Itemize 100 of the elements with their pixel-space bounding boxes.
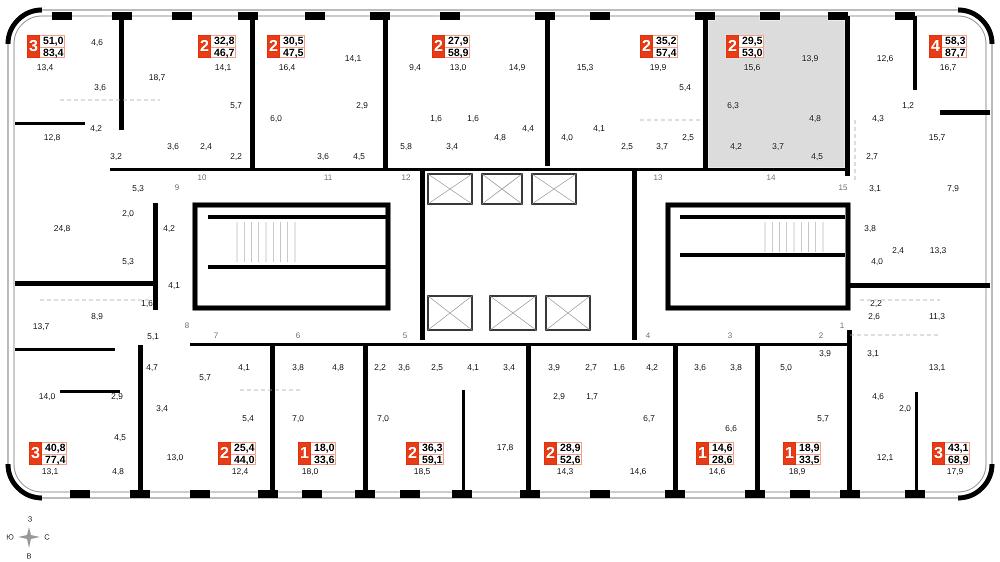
area-label: 4,8 [494,132,506,142]
area-label: 13,9 [802,54,818,62]
area-label: 1,7 [586,392,598,400]
area-value: 18,9 [798,443,820,454]
area-label: 2,7 [585,362,597,372]
area-value: 57,4 [653,47,678,59]
area-label: 3,6 [694,362,706,372]
area-label: 16,7 [940,62,956,72]
area-label: 12,8 [44,132,60,142]
room-count: 2 [406,442,419,465]
room-count: 2 [726,35,739,58]
area-label: 2,5 [431,362,443,372]
area-label: 3,6 [398,362,410,372]
area-label: 19,9 [650,62,666,72]
room-count: 2 [544,442,557,465]
door-number: 14 [766,174,776,182]
area-value: 53,0 [739,47,764,59]
area-label: 13,0 [450,62,466,72]
area-value: 51,0 [42,36,64,47]
area-label: 4,5 [114,432,126,442]
area-label: 4,8 [112,466,124,476]
area-label: 12,6 [876,54,894,62]
area-label: 2,9 [553,392,565,400]
area-label: 4,4 [522,124,534,132]
area-label: 3,6 [167,142,179,150]
area-label: 24,8 [54,224,70,232]
area-label: 1,2 [902,100,914,110]
room-count: 1 [783,442,796,465]
area-label: 2,7 [866,152,878,160]
door-number: 11 [324,174,332,182]
area-label: 4,6 [91,38,103,46]
area-label: 4,2 [730,142,742,150]
area-label: 6,3 [727,100,739,110]
area-label: 2,5 [682,132,694,142]
area-label: 5,3 [132,184,144,192]
area-label: 13,1 [928,362,946,372]
area-label: 1,6 [141,298,153,308]
area-value: 40,8 [44,443,66,454]
area-label: 4,8 [809,114,821,122]
area-value: 59,1 [419,454,444,466]
area-label: 3,8 [730,362,742,372]
area-value: 68,9 [945,454,970,466]
area-label: 3,1 [867,348,879,358]
door-number: 8 [184,322,190,330]
door-number: 13 [654,174,662,182]
door-number: 1 [840,322,844,330]
area-label: 3,9 [819,348,831,358]
area-label: 7,0 [292,414,304,422]
area-value: 87,7 [942,47,966,59]
area-label: 1,6 [467,114,479,122]
room-count: 3 [29,442,42,465]
area-label: 2,2 [374,362,386,372]
area-label: 3,4 [156,404,168,412]
door-number: 6 [296,332,300,340]
area-label: 5,8 [400,142,412,150]
area-label: 8,9 [91,312,103,320]
room-count: 4 [929,35,942,58]
area-value: 28,6 [709,454,734,466]
area-value: 35,2 [655,36,678,47]
area-label: 3,6 [317,152,329,160]
door-number: 12 [402,174,410,182]
room-count: 3 [27,35,40,58]
area-value: 29,5 [741,36,764,47]
area-label: 12,4 [232,466,248,476]
area-label: 5,3 [122,256,134,266]
area-label: 6,0 [270,114,282,122]
area-label: 3,8 [864,224,876,232]
area-label: 9,4 [409,62,421,72]
area-label: 3,4 [503,362,515,372]
area-label: 14,3 [556,466,574,476]
area-label: 14,0 [38,392,56,400]
area-label: 3,8 [292,362,304,372]
area-label: 14,1 [214,62,232,72]
area-label: 5,7 [199,372,211,382]
door-number: 4 [646,332,650,340]
area-value: 58,9 [445,47,470,59]
area-value: 52,6 [557,454,582,466]
room-count: 2 [432,35,445,58]
area-label: 3,9 [548,362,560,372]
area-value: 14,6 [711,443,734,454]
room-count: 1 [298,442,311,465]
area-label: 14,1 [344,54,362,62]
area-value: 25,4 [233,443,256,454]
area-label: 14,6 [630,466,646,476]
area-label: 15,7 [928,132,946,142]
area-label: 4,1 [467,362,479,372]
door-number: 3 [728,332,732,340]
door-number: 9 [174,184,180,192]
room-count: 1 [696,442,709,465]
room-count: 3 [932,442,945,465]
area-label: 13,0 [166,452,184,462]
door-number: 10 [198,174,206,182]
area-value: 32,8 [213,36,236,47]
area-value: 77,4 [42,454,66,466]
area-value: 44,0 [231,454,256,466]
area-label: 4,8 [332,362,344,372]
area-value: 83,4 [40,47,64,59]
area-label: 11,3 [929,312,945,320]
area-label: 3,2 [110,152,122,160]
area-label: 3,7 [772,142,784,150]
